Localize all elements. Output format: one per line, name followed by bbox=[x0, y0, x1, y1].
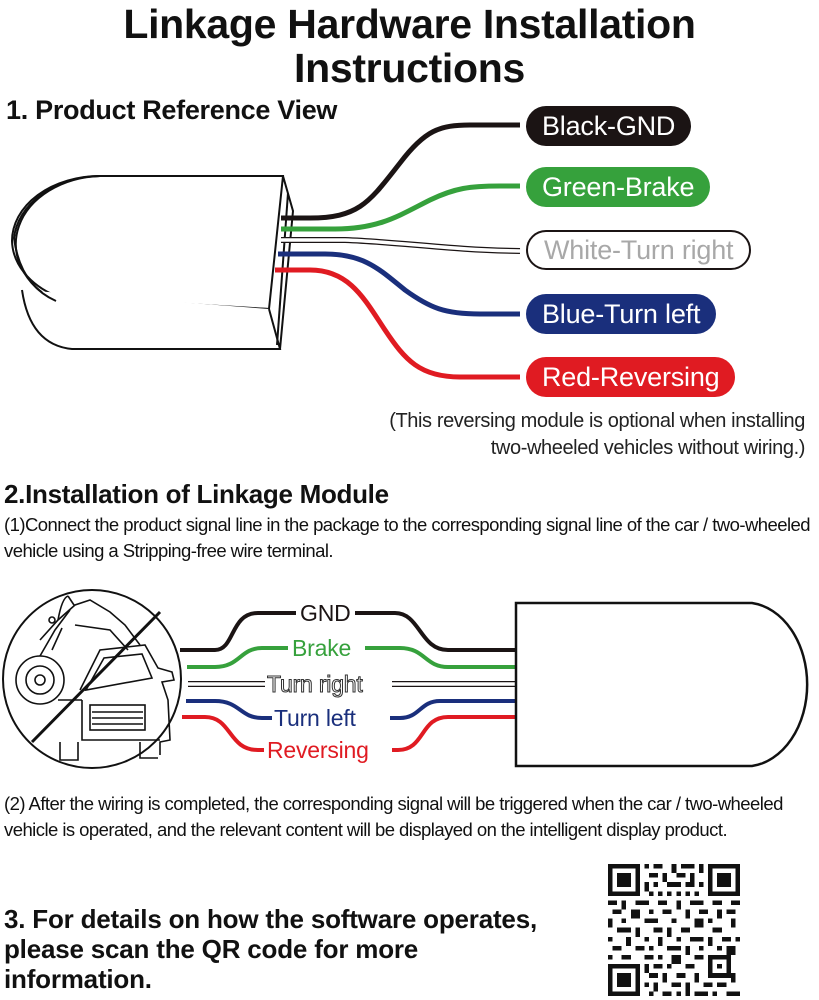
section1-heading: 1. Product Reference View bbox=[6, 95, 338, 125]
module-body-2 bbox=[514, 601, 809, 768]
wire-label-black-gnd: Black-GND bbox=[526, 106, 692, 146]
wire-black bbox=[281, 122, 520, 221]
wire-white-inner bbox=[281, 238, 521, 253]
wire-green bbox=[281, 183, 520, 232]
wire-label-turn-left: Turn left bbox=[272, 705, 358, 731]
section2-step2: (2) After the wiring is completed, the c… bbox=[4, 793, 783, 840]
wire-label-brake: Brake bbox=[290, 635, 354, 661]
optional-module-note: (This reversing module is optional when … bbox=[245, 408, 805, 462]
wire-brake bbox=[187, 646, 516, 669]
section3-heading: 3. For details on how the software opera… bbox=[4, 904, 537, 994]
qr-code-icon[interactable] bbox=[608, 864, 740, 996]
page-title: Linkage Hardware Installation Instructio… bbox=[0, 2, 819, 90]
wire-label-turn-right: Turn right bbox=[267, 671, 364, 698]
wire-label-gnd: GND bbox=[298, 600, 353, 626]
wires-section1 bbox=[275, 122, 521, 380]
wire-label-white-turn-right: White-Turn right bbox=[526, 230, 752, 270]
note-line-1: (This reversing module is optional when … bbox=[389, 410, 805, 432]
wire-reversing bbox=[182, 715, 516, 752]
note-line-2: two-wheeled vehicles without wiring.) bbox=[490, 437, 806, 459]
title-line-1: Linkage Hardware Installation bbox=[123, 1, 696, 47]
wire-label-blue-turn-left: Blue-Turn left bbox=[526, 294, 717, 334]
title-line-2: Instructions bbox=[293, 45, 526, 91]
wire-blue bbox=[278, 251, 520, 317]
wire-label-green-brake: Green-Brake bbox=[526, 167, 711, 207]
motorcycle-car-icon bbox=[2, 589, 182, 769]
wire-gnd bbox=[180, 611, 516, 652]
wire-label-reversing: Reversing bbox=[265, 737, 371, 763]
wire-label-red-reversing: Red-Reversing bbox=[526, 357, 736, 397]
module-body bbox=[10, 175, 295, 350]
wire-turn-left bbox=[186, 699, 516, 720]
section2-heading: 2.Installation of Linkage Module bbox=[4, 479, 389, 509]
wire-red bbox=[275, 267, 520, 380]
wires-section2 bbox=[180, 611, 516, 752]
section2-step1: (1)Connect the product signal line in th… bbox=[4, 514, 811, 561]
